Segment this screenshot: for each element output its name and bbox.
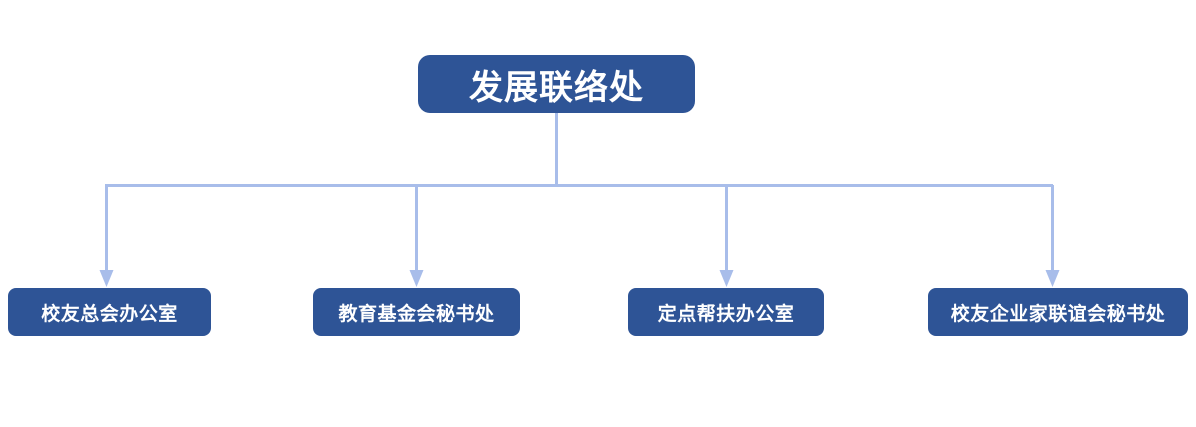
org-node-alumni-entrepreneurs-secretariat[interactable]: 校友企业家联谊会秘书处 xyxy=(928,288,1188,336)
org-node-label: 校友企业家联谊会秘书处 xyxy=(950,303,1166,325)
org-node-root-label: 发展联络处 xyxy=(469,68,644,107)
arrowhead-child-1 xyxy=(409,270,424,287)
arrowhead-child-3 xyxy=(1045,270,1060,287)
org-node-education-foundation-secretariat[interactable]: 教育基金会秘书处 xyxy=(313,288,520,336)
org-node-alumni-association-office[interactable]: 校友总会办公室 xyxy=(8,288,211,336)
org-node-label: 教育基金会秘书处 xyxy=(338,303,495,325)
org-node-label: 校友总会办公室 xyxy=(41,303,178,325)
org-node-root[interactable]: 发展联络处 xyxy=(418,55,695,113)
org-node-targeted-assistance-office[interactable]: 定点帮扶办公室 xyxy=(628,288,824,336)
org-node-label: 定点帮扶办公室 xyxy=(657,303,795,325)
arrowhead-child-0 xyxy=(99,270,114,287)
arrowhead-child-2 xyxy=(719,270,734,287)
